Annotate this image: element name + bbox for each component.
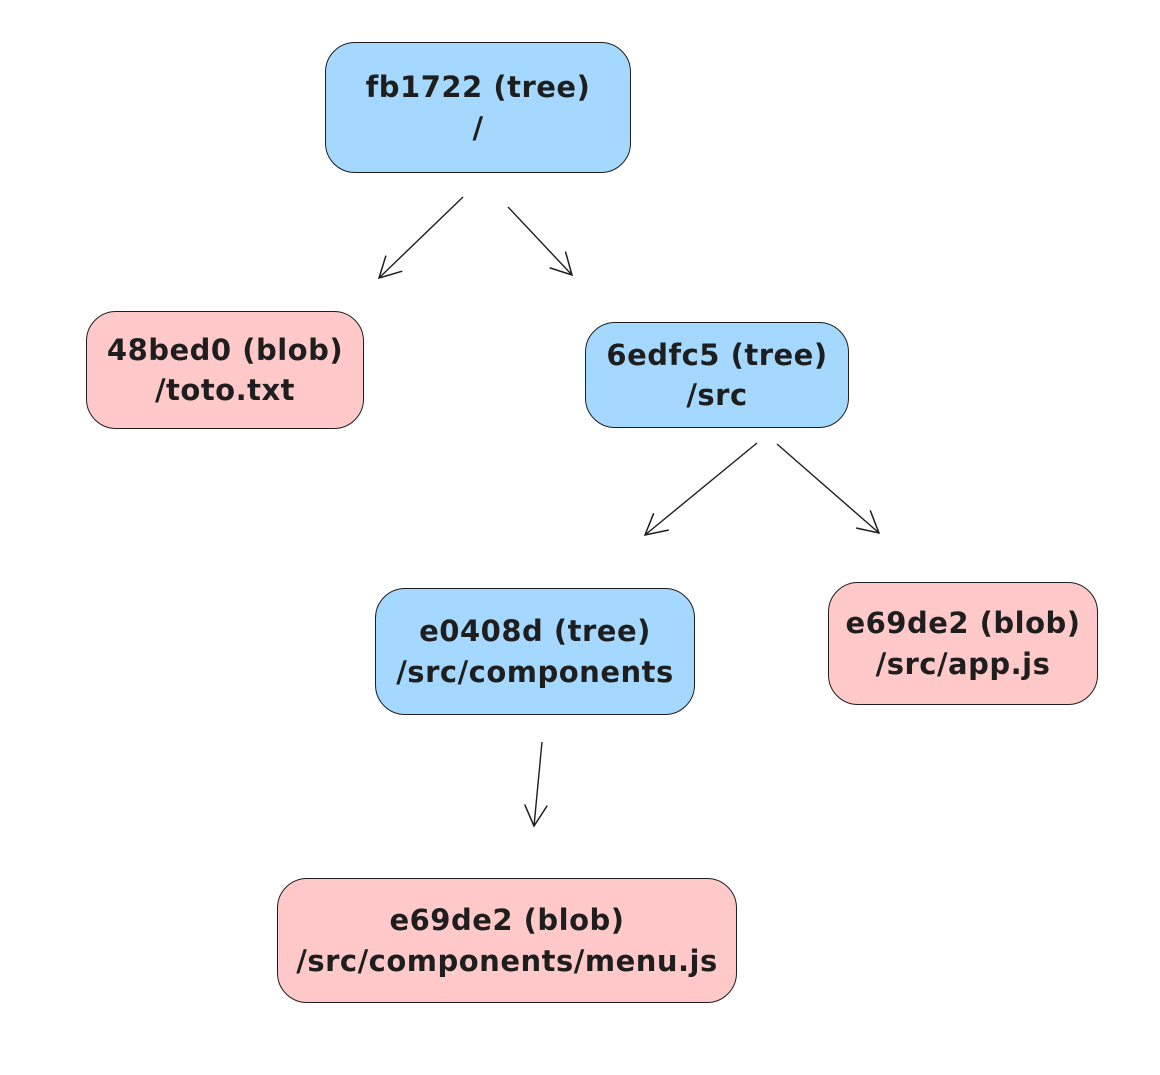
arrow-src-to-components	[643, 442, 758, 537]
node-label: 6edfc5 (tree)	[606, 337, 828, 372]
arrow-root-to-src	[507, 206, 574, 277]
node-blob-toto-txt: 48bed0 (blob) /toto.txt	[86, 311, 364, 429]
node-path: /src/app.js	[875, 646, 1051, 681]
node-path: /src/components/menu.js	[296, 943, 718, 978]
node-path: /src/components	[396, 654, 674, 689]
node-label: e0408d (tree)	[419, 614, 651, 649]
arrow-root-to-toto	[377, 196, 464, 280]
node-tree-root: fb1722 (tree) /	[325, 42, 631, 173]
node-path: /	[472, 110, 484, 145]
node-blob-menu-js: e69de2 (blob) /src/components/menu.js	[277, 878, 737, 1003]
arrow-src-to-appjs	[776, 443, 881, 535]
node-label: e69de2 (blob)	[389, 903, 625, 938]
node-blob-app-js: e69de2 (blob) /src/app.js	[828, 582, 1098, 705]
node-tree-src: 6edfc5 (tree) /src	[585, 322, 849, 428]
node-path: /src	[686, 378, 748, 412]
node-label: e69de2 (blob)	[845, 606, 1081, 641]
node-tree-components: e0408d (tree) /src/components	[375, 588, 695, 715]
node-label: 48bed0 (blob)	[106, 332, 344, 367]
node-path: /toto.txt	[154, 373, 296, 407]
node-label: fb1722 (tree)	[365, 70, 591, 105]
arrow-components-to-menujs	[524, 741, 548, 828]
